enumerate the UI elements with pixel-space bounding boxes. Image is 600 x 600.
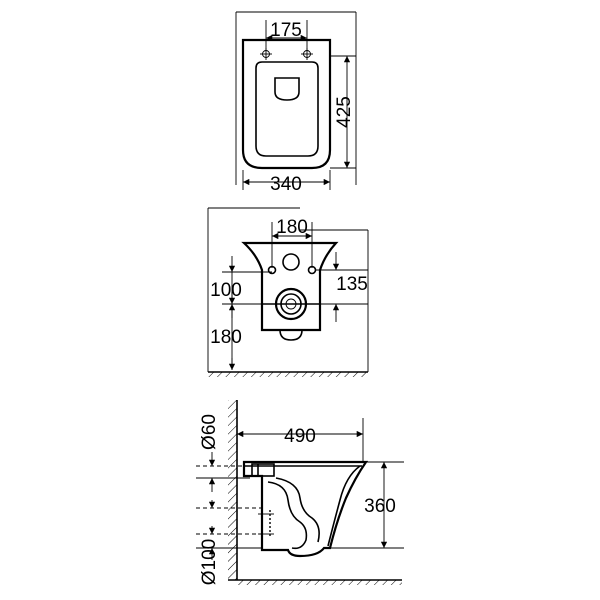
toilet-outline-front xyxy=(241,241,339,332)
dim-side-outlet-diameter: Ø100 xyxy=(199,539,220,585)
dim-top-bolt-spacing: 175 xyxy=(270,20,302,41)
dim-front-outlet-offset: 100 xyxy=(210,280,242,301)
wall-hatch xyxy=(228,400,237,580)
dim-top-depth: 425 xyxy=(334,96,355,128)
side-view: 490 Ø60 Ø100 xyxy=(196,400,404,585)
bowl-wall xyxy=(327,465,361,547)
dim-top-width: 340 xyxy=(270,174,302,195)
trap-bottom xyxy=(279,329,303,341)
inlet-fitting xyxy=(251,463,275,477)
dim-front-bolt-spacing: 180 xyxy=(276,217,308,238)
dim-front-bolt-height: 135 xyxy=(336,274,368,295)
floor-hatch-side xyxy=(237,580,402,585)
toilet-body-side xyxy=(242,460,369,558)
floor-hatch xyxy=(208,372,368,377)
trapway-inner xyxy=(275,477,320,543)
toilet-outline-top xyxy=(241,38,332,170)
flush-inlet xyxy=(282,253,300,271)
dim-side-inlet-diameter: Ø60 xyxy=(199,414,220,450)
bowl-opening xyxy=(255,61,319,157)
top-view: 175 425 340 xyxy=(235,11,357,195)
flush-hole xyxy=(274,77,300,101)
dim-front-outlet-height: 180 xyxy=(210,327,242,348)
dim-side-rim-height: 360 xyxy=(364,496,396,517)
dim-side-projection: 490 xyxy=(284,426,316,447)
front-view: 180 135 100 180 xyxy=(207,207,369,377)
trapway xyxy=(267,481,308,550)
